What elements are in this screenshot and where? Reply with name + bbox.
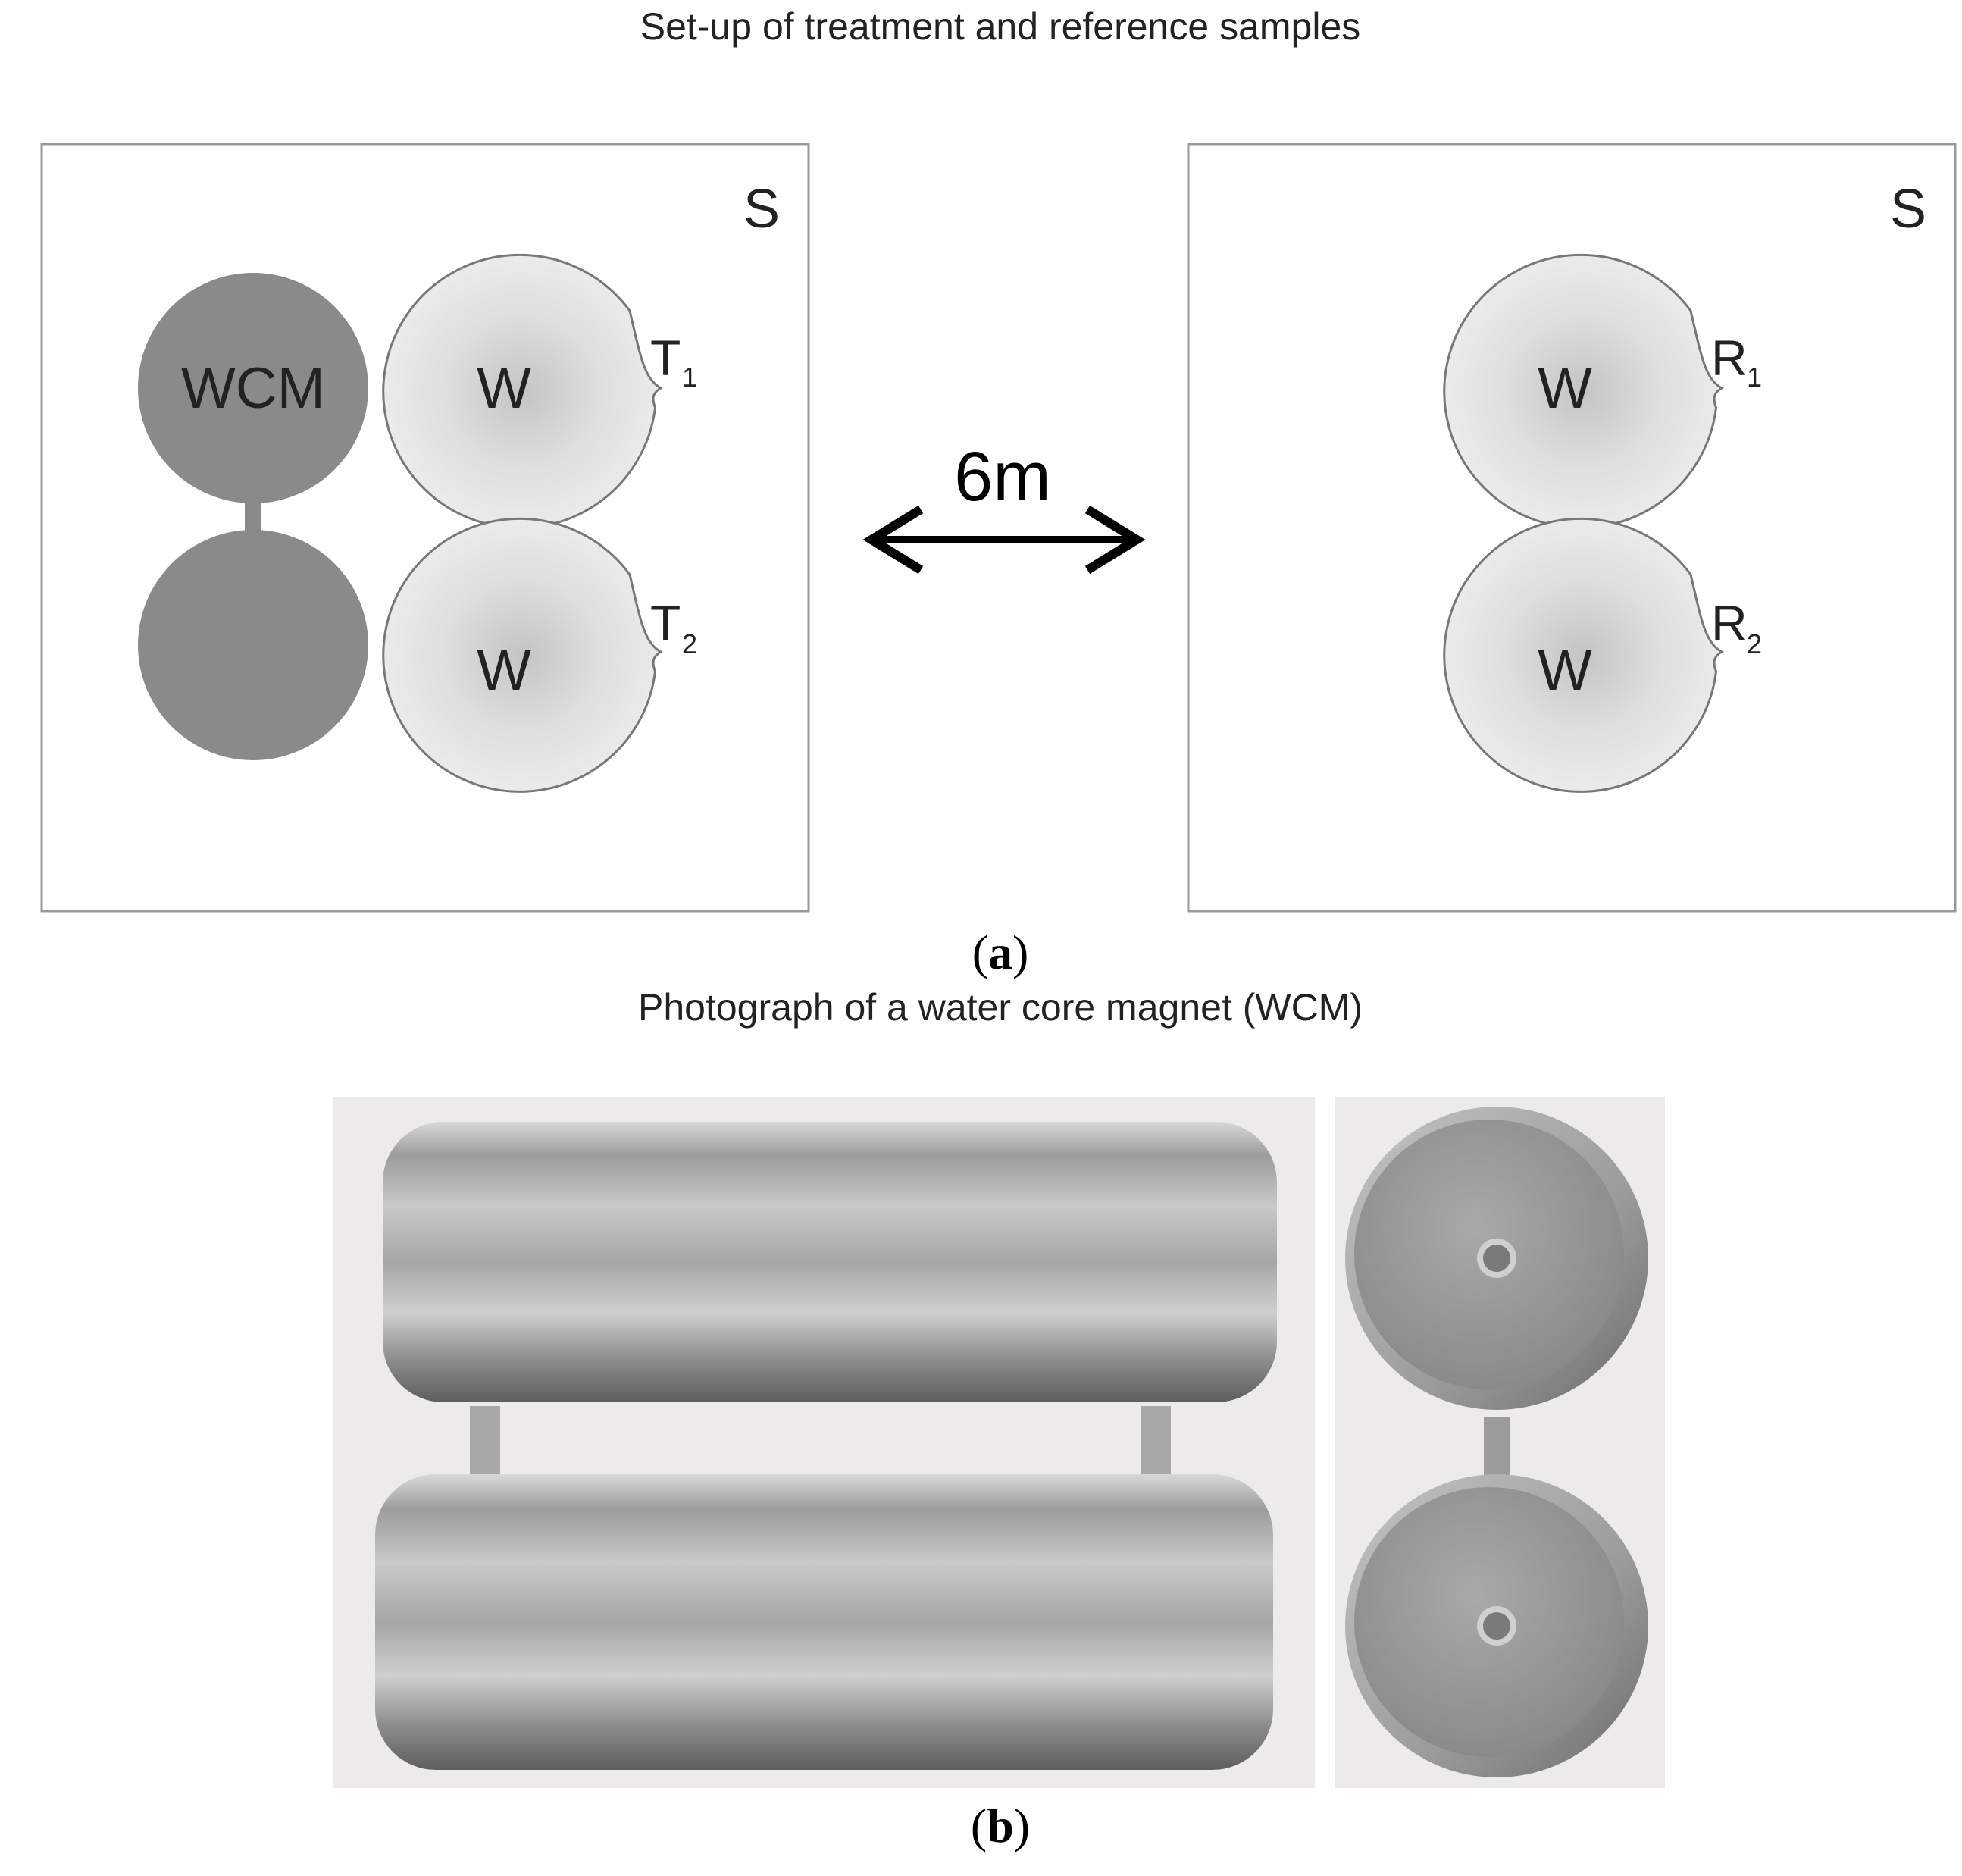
sample-label: W: [477, 638, 531, 703]
treatment-box: [40, 143, 810, 913]
panel-a-label: (a): [972, 925, 1029, 979]
treatment-sample-2: W T 2: [382, 517, 697, 793]
tag-r1-sub: 1: [1747, 362, 1762, 393]
tag-r1: R: [1711, 330, 1748, 386]
setup-diagram: S WCM W T 1 W T 2 6m: [40, 143, 1957, 913]
tag-t1: T: [650, 330, 681, 386]
distance-arrow: 6m: [862, 438, 1146, 575]
tag-t2: T: [650, 595, 681, 651]
distance-label: 6m: [954, 438, 1051, 515]
end-top-disc: [1354, 1120, 1624, 1389]
water-core-magnet: WCM: [138, 273, 368, 760]
end-bottom-disc: [1354, 1487, 1624, 1757]
tag-r2: R: [1711, 595, 1748, 651]
panel-b-title: Photograph of a water core magnet (WCM): [638, 986, 1363, 1029]
end-view-photo: [1335, 1097, 1665, 1788]
treatment-corner-label: S: [743, 179, 780, 240]
tag-r2-sub: 2: [1747, 628, 1762, 659]
magnet-top-circle: [138, 273, 368, 503]
tag-t2-sub: 2: [682, 628, 697, 659]
reference-sample-2: W R 2: [1443, 517, 1762, 793]
side-top-cylinder: [383, 1122, 1277, 1402]
side-view-photo: [333, 1097, 1315, 1788]
reference-corner-label: S: [1890, 179, 1926, 240]
sample-label: W: [477, 356, 531, 421]
sample-label: W: [1538, 356, 1592, 421]
panel-b-label: (b): [970, 1799, 1031, 1853]
treatment-sample-1: W T 1: [382, 253, 697, 529]
sample-label: W: [1538, 638, 1592, 703]
panel-a-title: Set-up of treatment and reference sample…: [640, 5, 1361, 48]
magnet-label: WCM: [181, 356, 325, 421]
side-bottom-cylinder: [375, 1474, 1273, 1770]
tag-t1-sub: 1: [682, 362, 697, 393]
magnet-bottom-circle: [138, 530, 368, 760]
reference-sample-1: W R 1: [1443, 253, 1762, 529]
